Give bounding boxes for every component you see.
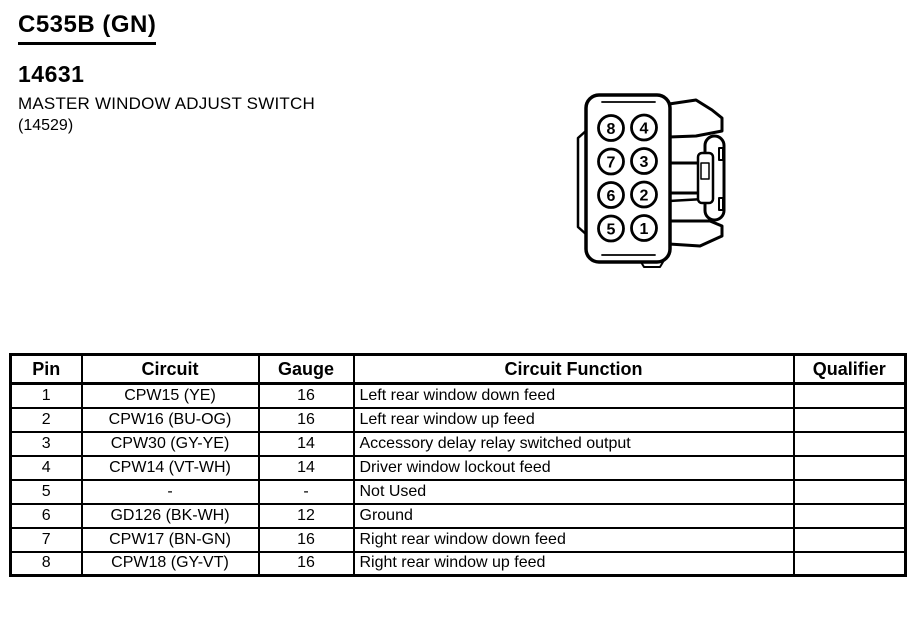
pin-label: 1 — [640, 221, 649, 238]
pin-label: 7 — [607, 154, 616, 171]
cell-pin: 5 — [9, 478, 83, 505]
connector-body — [584, 93, 672, 264]
column-header-pin: Pin — [9, 353, 83, 385]
cell-qualifier — [792, 502, 907, 529]
cell-qualifier — [792, 550, 907, 577]
pin-cavity — [630, 113, 658, 142]
pin-cavity — [597, 181, 625, 209]
cell-qualifier — [792, 478, 907, 505]
cell-function: Driver window lockout feed — [352, 454, 795, 481]
cell-circuit: CPW14 (VT-WH) — [80, 454, 260, 481]
connector-bottom-wing-shape — [667, 219, 724, 248]
cell-pin: 6 — [9, 502, 83, 529]
pin-cavity — [630, 147, 658, 175]
pin-cavity — [597, 147, 625, 176]
column-header-qualifier: Qualifier — [792, 353, 907, 385]
column-header-gauge: Gauge — [257, 353, 355, 385]
cell-circuit: CPW18 (GY-VT) — [80, 550, 260, 577]
cell-gauge: 14 — [257, 454, 355, 481]
pin-label: 6 — [607, 188, 616, 205]
cell-function: Accessory delay relay switched output — [352, 430, 795, 457]
cell-function: Left rear window up feed — [352, 406, 795, 433]
cell-circuit: CPW15 (YE) — [80, 382, 260, 409]
connector-bottom-foot — [640, 261, 664, 268]
part-number: 14631 — [18, 61, 85, 87]
cell-gauge: 16 — [257, 382, 355, 409]
connector-latch-plate-inner — [700, 162, 710, 180]
cell-circuit: GD126 (BK-WH) — [80, 502, 260, 529]
cell-function: Left rear window down feed — [352, 382, 795, 409]
cell-gauge: 16 — [257, 526, 355, 553]
cell-qualifier — [792, 382, 907, 409]
column-header-function: Circuit Function — [352, 353, 795, 385]
connector-id-title: C535B (GN) — [18, 11, 157, 45]
cell-gauge: - — [257, 478, 355, 505]
cell-circuit: - — [80, 478, 260, 505]
pin-label: 5 — [607, 221, 616, 238]
cell-qualifier — [792, 406, 907, 433]
connector-latch-notch-bottom — [718, 197, 724, 211]
cell-pin: 3 — [9, 430, 83, 457]
cell-gauge: 16 — [257, 406, 355, 433]
table-row: 5--Not Used — [9, 478, 907, 505]
cell-pin: 2 — [9, 406, 83, 433]
pin-cavity — [597, 214, 625, 243]
column-header-circuit: Circuit — [80, 353, 260, 385]
cell-gauge: 12 — [257, 502, 355, 529]
cell-gauge: 14 — [257, 430, 355, 457]
cell-pin: 7 — [9, 526, 83, 553]
cell-circuit: CPW17 (BN-GN) — [80, 526, 260, 553]
cell-qualifier — [792, 430, 907, 457]
pin-cavity — [630, 180, 658, 209]
pinout-table: Pin Circuit Gauge Circuit Function Quali… — [9, 353, 907, 577]
header-row: Pin Circuit Gauge Circuit Function Quali… — [9, 353, 907, 385]
cell-pin: 4 — [9, 454, 83, 481]
cell-function: Not Used — [352, 478, 795, 505]
pin-label: 2 — [640, 187, 649, 204]
cell-circuit: CPW30 (GY-YE) — [80, 430, 260, 457]
connector-face-diagram: 8 4 7 3 6 2 5 1 — [576, 93, 726, 268]
pin-cavity — [630, 214, 658, 242]
connector-latch-notch-top — [718, 147, 724, 161]
cell-function: Right rear window up feed — [352, 550, 795, 577]
cell-gauge: 16 — [257, 550, 355, 577]
pin-label: 4 — [640, 120, 649, 137]
cell-function: Ground — [352, 502, 795, 529]
base-part-number: (14529) — [18, 117, 74, 134]
cell-pin: 8 — [9, 550, 83, 577]
pin-label: 3 — [640, 154, 649, 171]
cell-qualifier — [792, 526, 907, 553]
component-name: MASTER WINDOW ADJUST SWITCH — [18, 94, 315, 113]
pin-label: 8 — [607, 121, 616, 138]
cell-circuit: CPW16 (BU-OG) — [80, 406, 260, 433]
cell-qualifier — [792, 454, 907, 481]
pin-cavity — [597, 114, 625, 142]
pinout-table-header: Pin Circuit Gauge Circuit Function Quali… — [9, 353, 907, 385]
cell-pin: 1 — [9, 382, 83, 409]
connector-top-wing-shape — [667, 98, 724, 139]
cell-function: Right rear window down feed — [352, 526, 795, 553]
